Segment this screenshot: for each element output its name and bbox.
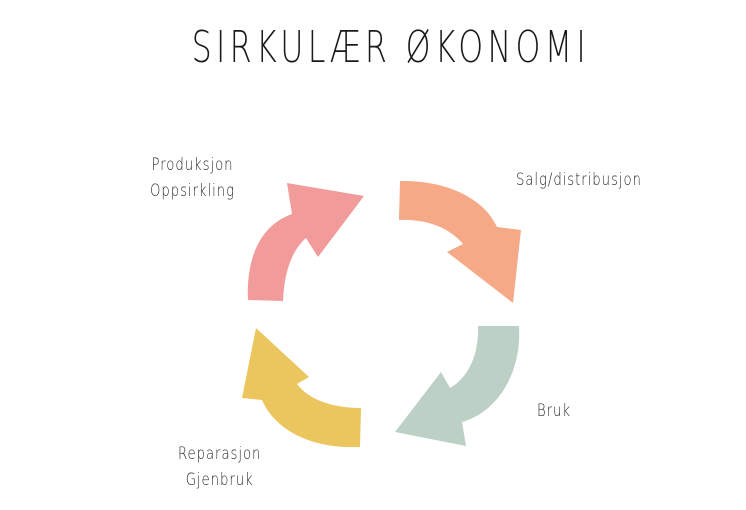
stage-label-line: Salg/distribusjon [516,170,642,190]
stage-label-produksjon: Produksjon Oppsirkling [150,152,235,204]
arrow-reparasjon [242,328,361,448]
stage-label-salg: Salg/distribusjon [516,167,642,193]
stage-label-line: Produksjon [151,155,234,175]
stage-label-line: Oppsirkling [150,181,236,201]
arrow-salg [399,180,521,303]
stage-label-bruk: Bruk [537,398,571,424]
stage-label-line: Gjenbruk [185,470,254,490]
stage-label-line: Bruk [537,401,571,421]
arrow-produksjon [247,183,364,301]
arrow-bruk [395,326,520,446]
stage-label-line: Reparasjon [178,444,262,464]
diagram-title: SIRKULÆR ØKONOMI [191,22,591,73]
stage-label-reparasjon: Reparasjon Gjenbruk [178,441,261,493]
